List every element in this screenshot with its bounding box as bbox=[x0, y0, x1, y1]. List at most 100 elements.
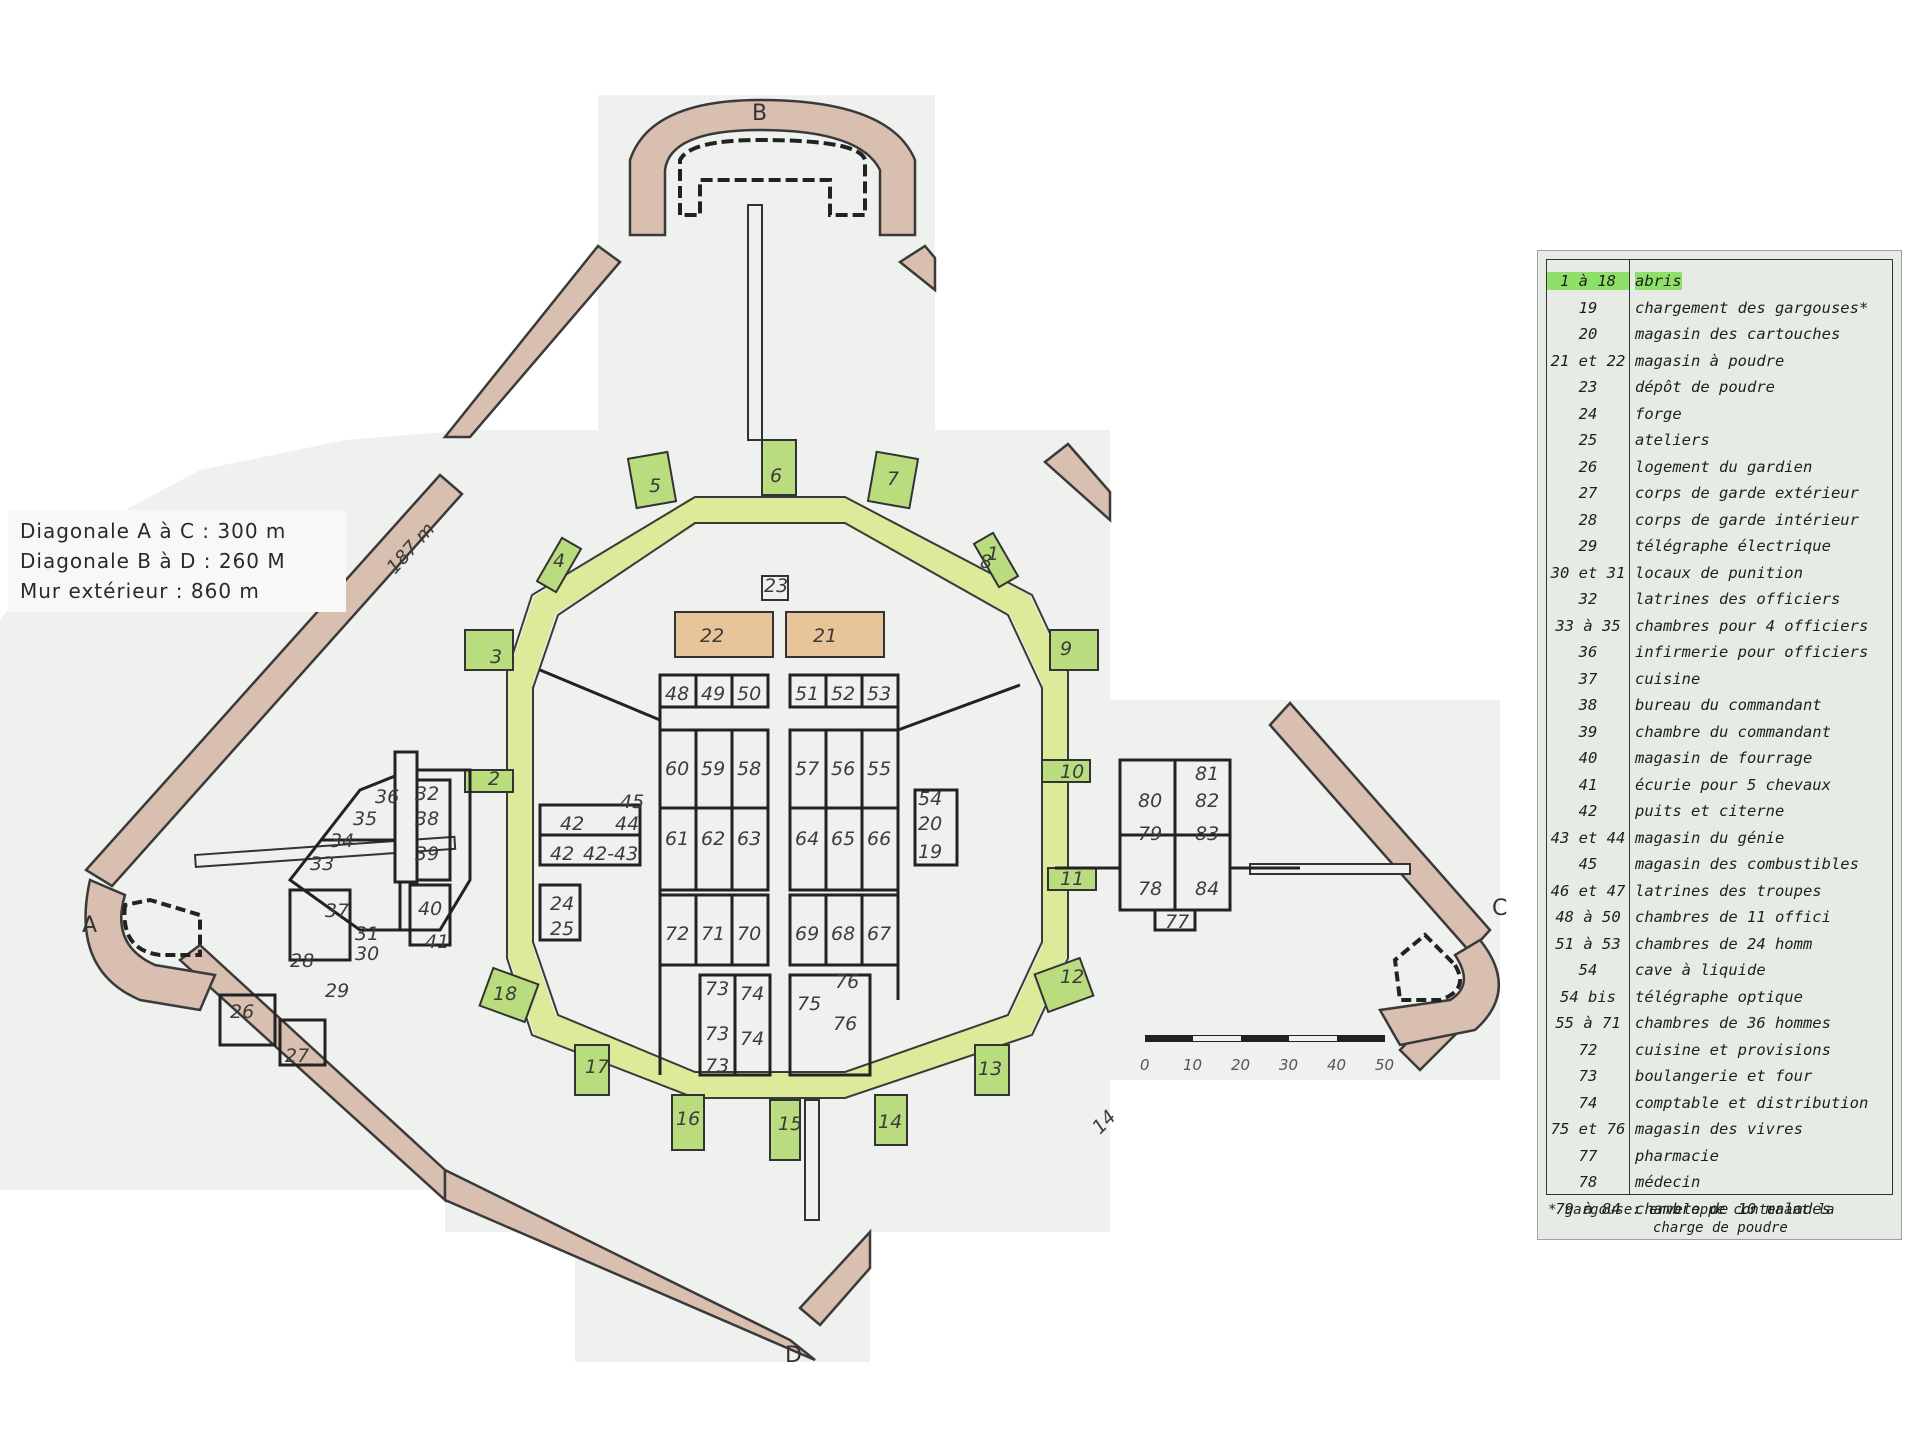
legend-row-number: 20 bbox=[1578, 325, 1598, 343]
legend-row-description: dépôt de poudre bbox=[1635, 378, 1775, 396]
room-label: 48 bbox=[665, 683, 689, 705]
room-label: 18 bbox=[493, 983, 517, 1005]
legend-row-number: 48 à 50 bbox=[1555, 908, 1621, 926]
legend-row-description: boulangerie et four bbox=[1635, 1067, 1813, 1085]
room-label: 14 bbox=[878, 1111, 902, 1133]
legend-row-description: abris bbox=[1635, 272, 1682, 290]
legend-row-number: 33 à 35 bbox=[1555, 616, 1621, 635]
scale-tick: 20 bbox=[1231, 1056, 1250, 1074]
room-label: 65 bbox=[831, 828, 855, 850]
legend-row-number: 51 à 53 bbox=[1555, 934, 1621, 953]
room-label: 5 bbox=[649, 475, 661, 497]
footnote-line: charge de poudre bbox=[1653, 1220, 1788, 1236]
room-label: 23 bbox=[764, 575, 788, 597]
legend-row-description: latrines des officiers bbox=[1635, 590, 1841, 608]
interior-rooms bbox=[538, 668, 1021, 1077]
legend-row-number: 77 bbox=[1578, 1146, 1598, 1165]
room-label: 6 bbox=[770, 465, 782, 487]
legend-row-number: 23 bbox=[1578, 378, 1598, 396]
legend-row-number: 54 bis bbox=[1560, 987, 1616, 1006]
legend-row-description: bureau du commandant bbox=[1635, 696, 1822, 714]
room-label: 40 bbox=[418, 898, 442, 920]
legend-row-description: corps de garde extérieur bbox=[1635, 484, 1859, 502]
room-label: 76 bbox=[833, 1013, 857, 1035]
room-label: 11 bbox=[1060, 868, 1084, 890]
legend-row-description: chambre de 10 malades bbox=[1635, 1199, 1831, 1218]
legend-row-description: magasin du génie bbox=[1635, 828, 1785, 847]
legend-row-description: médecin bbox=[1635, 1173, 1701, 1191]
room-labels: 5 6 7 8 9 10 11 12 13 14 15 16 17 18 2 3… bbox=[230, 465, 1219, 1135]
legend-row-number: 55 à 71 bbox=[1555, 1014, 1621, 1032]
room-label: 51 bbox=[795, 683, 819, 705]
legend-row-description: cuisine et provisions bbox=[1635, 1040, 1831, 1059]
room-label: 35 bbox=[353, 808, 377, 830]
scale-tick: 50 bbox=[1375, 1056, 1394, 1074]
legend-row-number: 19 bbox=[1578, 298, 1598, 317]
room-label: 74 bbox=[740, 983, 764, 1005]
legend-row-number: 78 bbox=[1578, 1173, 1598, 1191]
legend-row-number: 37 bbox=[1578, 669, 1598, 688]
east-wing bbox=[1055, 758, 1300, 932]
legend-row-description: forge bbox=[1635, 404, 1682, 423]
legend-row-number: 28 bbox=[1578, 510, 1598, 529]
legend-row-description: télégraphe optique bbox=[1635, 987, 1803, 1006]
room-label: 27 bbox=[285, 1045, 309, 1067]
legend-row-description: magasin de fourrage bbox=[1635, 749, 1813, 767]
room-label: 61 bbox=[665, 828, 689, 850]
south-passage bbox=[804, 1099, 820, 1221]
room-label: 53 bbox=[867, 683, 891, 705]
room-label: 25 bbox=[550, 918, 574, 940]
legend-row-number: 42 bbox=[1578, 802, 1598, 820]
room-label: 38 bbox=[415, 808, 439, 830]
room-label: 79 bbox=[1138, 823, 1162, 845]
legend-row-description: magasin des vivres bbox=[1635, 1120, 1803, 1138]
legend-row-number: 24 bbox=[1578, 404, 1598, 423]
room-label: 31 bbox=[355, 923, 379, 945]
room-label: 22 bbox=[700, 625, 724, 647]
room-label: 26 bbox=[230, 1001, 254, 1023]
legend-row-number: 32 bbox=[1578, 590, 1598, 608]
room-label: 9 bbox=[1060, 638, 1072, 660]
room-label: 58 bbox=[737, 758, 761, 780]
diagonal-bd: Diagonale B à D : 260 M bbox=[20, 549, 286, 573]
legend-row-number: 74 bbox=[1578, 1093, 1598, 1112]
room-label: 19 bbox=[918, 841, 942, 863]
room-label: 12 bbox=[1060, 966, 1084, 988]
corner-letter-a: A bbox=[82, 913, 97, 938]
legend-row-description: latrines des troupes bbox=[1635, 881, 1822, 900]
bastion-c bbox=[1249, 863, 1501, 1047]
room-label: 52 bbox=[831, 683, 855, 705]
room-label: 55 bbox=[867, 758, 891, 780]
room-label: 4 bbox=[553, 550, 565, 572]
room-label: 21 bbox=[813, 625, 837, 647]
corner-letter-d: D bbox=[785, 1343, 802, 1368]
room-label: 59 bbox=[701, 758, 725, 780]
diagonal-ac: Diagonale A à C : 300 m bbox=[20, 519, 287, 543]
room-label: 72 bbox=[665, 923, 689, 945]
room-label: 73 bbox=[705, 1055, 729, 1077]
scale-tick: 10 bbox=[1183, 1056, 1202, 1074]
bastion-b bbox=[628, 98, 917, 441]
legend-divider bbox=[1629, 260, 1630, 1194]
room-label: 71 bbox=[701, 923, 725, 945]
legend-row-description: logement du gardien bbox=[1635, 457, 1813, 476]
room-label: 13 bbox=[978, 1058, 1002, 1080]
legend-row-number: 46 et 47 bbox=[1550, 881, 1626, 900]
room-label: 44 bbox=[615, 813, 639, 835]
